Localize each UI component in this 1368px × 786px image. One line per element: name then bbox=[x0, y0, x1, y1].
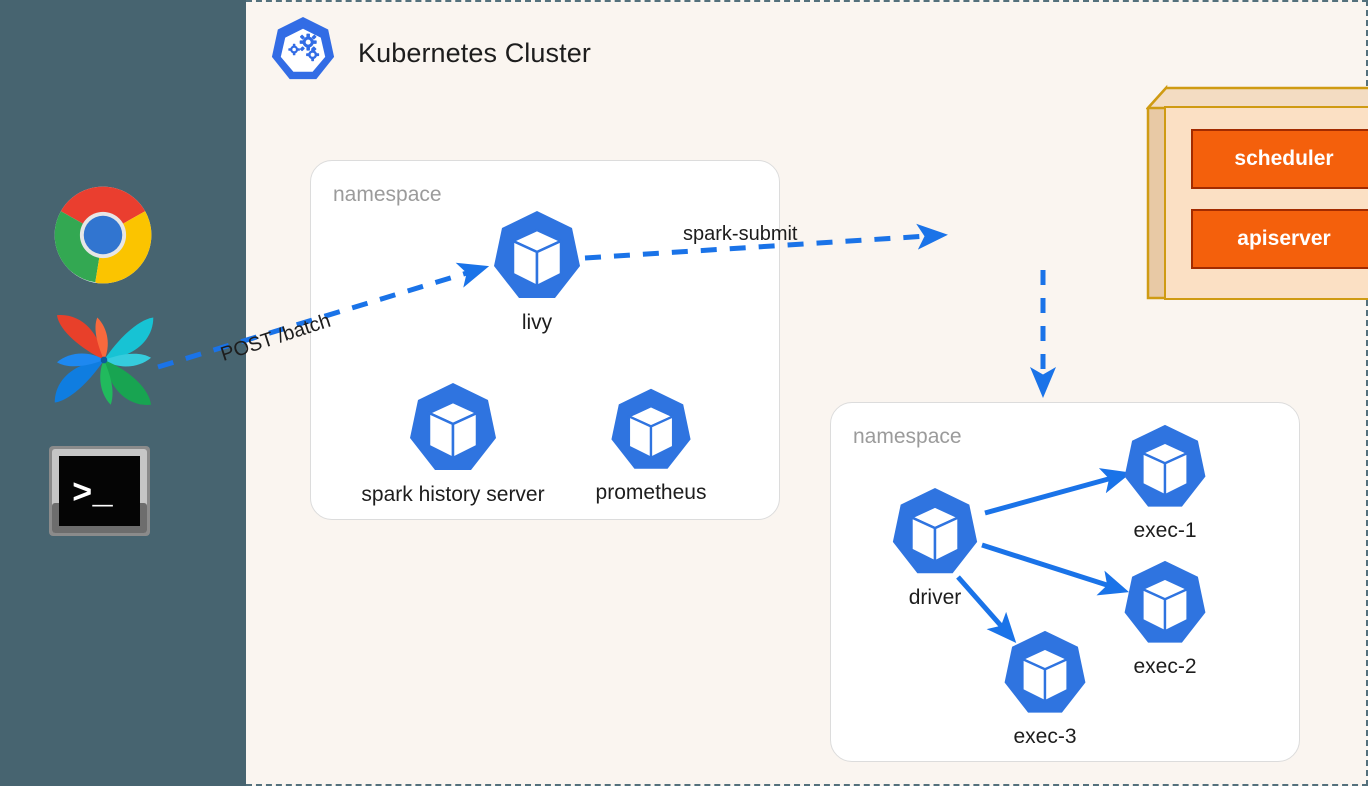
namespace-label: namespace bbox=[853, 425, 962, 448]
edge-label-spark-submit: spark-submit bbox=[683, 223, 798, 245]
terminal-prompt-text: >_ bbox=[72, 476, 113, 514]
pod-icon bbox=[494, 211, 580, 298]
pod-spark-history-server[interactable]: spark history server bbox=[361, 380, 545, 506]
pod-exec-2[interactable]: exec-2 bbox=[1118, 558, 1212, 678]
airflow-icon[interactable] bbox=[48, 304, 160, 421]
control-plane-3d-shell bbox=[1146, 84, 1368, 300]
terminal-icon[interactable]: >_ bbox=[48, 445, 151, 542]
pod-label: spark history server bbox=[361, 483, 545, 506]
pod-icon bbox=[1004, 630, 1086, 713]
cluster-header: Kubernetes Cluster bbox=[266, 14, 591, 93]
pod-label: exec-2 bbox=[1133, 655, 1197, 678]
pod-label: exec-3 bbox=[1013, 725, 1077, 748]
pod-exec-3[interactable]: exec-3 bbox=[998, 628, 1092, 748]
pod-prometheus[interactable]: prometheus bbox=[596, 386, 706, 504]
pod-icon bbox=[410, 383, 496, 470]
pod-icon bbox=[892, 487, 978, 574]
pod-label: driver bbox=[908, 586, 962, 609]
control-plane-component-scheduler[interactable]: scheduler bbox=[1191, 129, 1368, 189]
pod-icon bbox=[1124, 560, 1206, 643]
control-plane-component-apiserver[interactable]: apiserver bbox=[1191, 209, 1368, 269]
pod-exec-1[interactable]: exec-1 bbox=[1118, 422, 1212, 542]
pod-icon bbox=[1124, 424, 1206, 507]
chrome-icon[interactable] bbox=[48, 180, 158, 295]
client-rail: >_ bbox=[0, 0, 246, 786]
page-title: Kubernetes Cluster bbox=[358, 38, 591, 68]
pod-label: livy bbox=[521, 311, 553, 334]
kubernetes-logo bbox=[266, 14, 340, 93]
pod-icon bbox=[611, 388, 691, 469]
pod-label: prometheus bbox=[595, 481, 707, 504]
pod-driver[interactable]: driver bbox=[886, 485, 984, 609]
pod-label: exec-1 bbox=[1133, 519, 1197, 542]
namespace-label: namespace bbox=[333, 183, 442, 206]
pod-livy[interactable]: livy bbox=[487, 208, 587, 334]
